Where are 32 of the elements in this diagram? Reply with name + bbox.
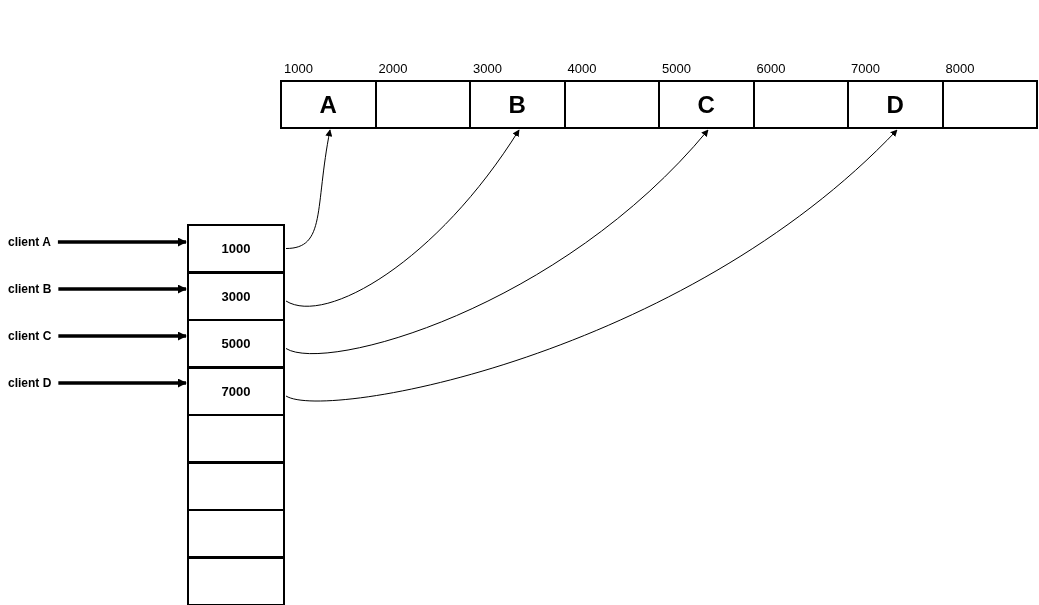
client-label: client A <box>8 235 51 249</box>
client-label: client D <box>8 376 52 390</box>
address-label: 7000 <box>851 62 880 76</box>
pointer-cell: 7000 <box>187 366 285 416</box>
address-label: 4000 <box>567 62 597 76</box>
client-label: client C <box>8 329 52 343</box>
arrow <box>58 331 187 341</box>
arrow <box>285 129 333 249</box>
address-label: 8000 <box>945 62 975 76</box>
memory-block: C <box>658 80 755 129</box>
empty-memory-cell <box>187 461 285 511</box>
address-label: 5000 <box>662 62 691 76</box>
arrow <box>285 129 709 354</box>
arrow <box>285 129 898 402</box>
arrow <box>285 129 520 307</box>
address-label: 1000 <box>284 62 313 76</box>
client-label: client B <box>8 282 52 296</box>
memory-block: B <box>469 80 566 129</box>
arrow <box>58 284 187 294</box>
empty-memory-cell <box>187 556 285 605</box>
pointer-cell: 5000 <box>187 319 285 368</box>
address-label: 3000 <box>473 62 502 76</box>
empty-memory-cell <box>187 414 285 463</box>
pointer-cell: 3000 <box>187 271 285 321</box>
arrow <box>57 237 187 247</box>
memory-block: D <box>847 80 944 129</box>
address-label: 2000 <box>378 62 408 76</box>
empty-memory-cell <box>187 509 285 558</box>
pointer-cell: 1000 <box>187 224 285 273</box>
address-label: 6000 <box>756 62 786 76</box>
arrow <box>58 378 187 388</box>
memory-block: A <box>280 80 377 129</box>
